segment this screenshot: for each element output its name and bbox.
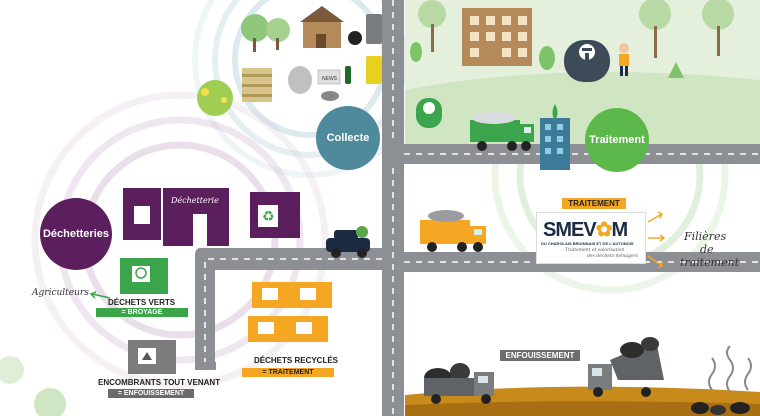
bottom-left-trees — [0, 356, 66, 416]
smevom-logo-text: SMEV — [543, 219, 596, 241]
collecte-bubble: Collecte — [316, 106, 380, 170]
yellow-dump-truck — [420, 210, 486, 252]
filieres-line-2: de — [700, 243, 714, 256]
green-waste-container — [120, 258, 168, 294]
filieres-line-1: Filières — [684, 230, 726, 243]
traitement-bubble: Traitement — [585, 108, 649, 172]
dechets-verts-label: DÉCHETS VERTS — [108, 298, 175, 307]
smevom-logo-end: M — [611, 219, 627, 241]
bulky-waste-container — [128, 340, 176, 374]
encombrants-label: ENCOMBRANTS TOUT VENANT — [98, 378, 220, 387]
recycled-containers — [248, 282, 332, 342]
dechetteries-bubble: Déchetteries — [40, 198, 112, 270]
dechetterie-sign: Déchetterie — [171, 196, 219, 205]
broyage-tag: = BROYAGE — [96, 308, 188, 317]
agriculteurs-arrow — [88, 290, 112, 302]
traitement-tag: = TRAITEMENT — [242, 368, 334, 377]
traitement-banner: TRAITEMENT — [562, 198, 626, 209]
smevom-tagline-2: des déchets ménagers — [587, 254, 638, 259]
enfouissement-tag: = ENFOUISSEMENT — [108, 389, 194, 398]
enfouissement-banner: ENFOUISSEMENT — [500, 350, 580, 361]
smevom-logo: SMEV✿M DU CHAROLAIS BRIONNAIS ET DE L'AU… — [536, 212, 646, 264]
news-paper-text: NEWS — [322, 76, 338, 82]
agriculteurs-label: Agriculteurs — [32, 288, 89, 298]
dechets-recycles-label: DÉCHETS RECYCLÉS — [254, 356, 338, 365]
smevom-subtitle: DU CHAROLAIS BRIONNAIS ET DE L'AUTUNOIS — [541, 241, 634, 246]
smevom-flower-icon: ✿ — [596, 219, 612, 241]
park-lawn — [405, 72, 760, 150]
smevom-tagline-1: Traitement et valorisation — [565, 248, 625, 253]
filieres-line-3: traitement — [680, 256, 739, 269]
recycle-icon: ♻ — [262, 208, 275, 224]
